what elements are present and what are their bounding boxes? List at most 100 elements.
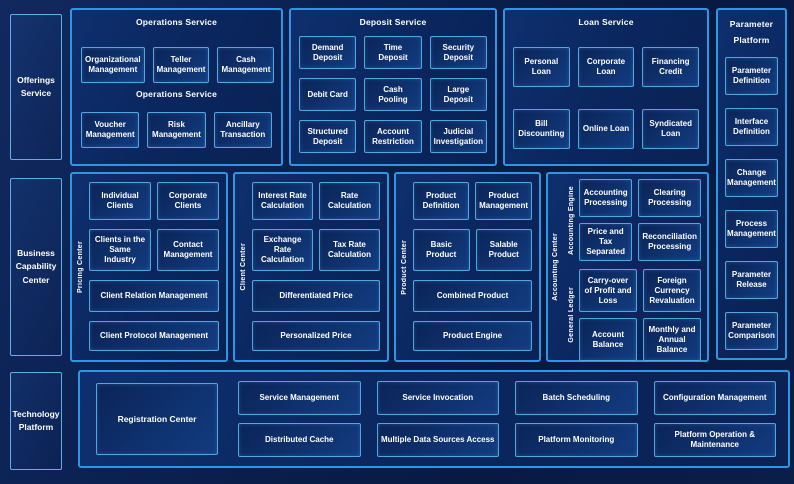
box-financing-credit: Financing Credit	[642, 47, 699, 87]
loan-service-title: Loan Service	[578, 17, 634, 27]
box-platform-monitoring: Platform Monitoring	[515, 423, 638, 457]
operations-row-1: Organizational Management Teller Managem…	[72, 47, 281, 83]
box-foreign-currency-revaluation: Foreign Currency Revaluation	[643, 269, 701, 312]
box-online-loan: Online Loan	[577, 109, 635, 149]
box-time-deposit: Time Deposit	[364, 36, 422, 69]
box-product-engine: Product Engine	[413, 321, 532, 351]
box-process-management: Process Management	[725, 210, 778, 249]
accounting-center-content: Accounting Engine Accounting Processing …	[563, 174, 707, 361]
loan-row-2: Bill Discounting Online Loan Syndicated …	[505, 109, 707, 149]
box-service-invocation: Service Invocation	[376, 381, 499, 415]
box-debit-card: Debit Card	[299, 78, 357, 111]
box-parameter-release: Parameter Release	[725, 261, 778, 300]
pricing-row-2: Clients in the Same Industry Contact Man…	[89, 229, 219, 271]
box-monthly-annual-balance: Monthly and Annual Balance	[643, 318, 701, 361]
client-center-content: Interest Rate Calculation Rate Calculati…	[252, 174, 387, 360]
deposit-service-title: Deposit Service	[359, 17, 427, 27]
box-product-management: Product Management	[475, 182, 532, 220]
pricing-center-panel: Pricing Center Individual Clients Corpor…	[70, 172, 228, 362]
box-cash-management: Cash Management	[217, 47, 275, 83]
accounting-engine-group: Accounting Engine Accounting Processing …	[563, 179, 701, 261]
technology-platform-panel: Registration Center Service Management S…	[78, 370, 790, 468]
box-organizational-management: Organizational Management	[81, 47, 145, 83]
box-interface-definition: Interface Definition	[725, 108, 778, 147]
pricing-row-1: Individual Clients Corporate Clients	[89, 182, 219, 220]
box-demand-deposit: Demand Deposit	[299, 36, 357, 69]
box-registration-center: Registration Center	[96, 383, 218, 455]
accounting-engine-strip: Accounting Engine	[563, 179, 579, 261]
product-center-strip: Product Center	[396, 174, 413, 360]
technology-platform-label: Technology Platform	[10, 372, 62, 470]
pricing-center-content: Individual Clients Corporate Clients Cli…	[89, 174, 226, 360]
box-corporate-clients: Corporate Clients	[157, 182, 219, 220]
box-ancillary-transaction: Ancillary Transaction	[213, 112, 272, 148]
technology-platform-content: Registration Center Service Management S…	[80, 372, 788, 466]
box-batch-scheduling: Batch Scheduling	[515, 381, 638, 415]
product-row-1: Product Definition Product Management	[413, 182, 532, 220]
client-center-vertical-label: Client Center	[240, 243, 247, 291]
client-row-1: Interest Rate Calculation Rate Calculati…	[252, 182, 380, 220]
box-reconciliation-processing: Reconciliation Processing	[638, 223, 701, 261]
loan-service-panel: Loan Service Personal Loan Corporate Loa…	[503, 8, 709, 166]
general-ledger-group: General Ledger Carry-over of Profit and …	[563, 269, 701, 361]
box-clearing-processing: Clearing Processing	[638, 179, 701, 217]
box-personal-loan: Personal Loan	[513, 47, 570, 87]
box-product-definition: Product Definition	[413, 182, 470, 220]
operations-service-title: Operations Service	[135, 17, 218, 27]
box-distributed-cache: Distributed Cache	[238, 423, 361, 457]
operations-row-2: Voucher Management Risk Management Ancil…	[72, 112, 281, 148]
box-basic-product: Basic Product	[413, 229, 470, 271]
box-cash-pooling: Cash Pooling	[364, 78, 422, 111]
accounting-center-panel: Accounting Center Accounting Engine Acco…	[546, 172, 709, 362]
parameter-boxes: Parameter Definition Interface Definitio…	[718, 48, 785, 359]
box-configuration-management: Configuration Management	[653, 381, 776, 415]
box-judicial-investigation: Judicial Investigation	[429, 120, 487, 153]
box-corporate-loan: Corporate Loan	[577, 47, 635, 87]
loan-row-1: Personal Loan Corporate Loan Financing C…	[505, 47, 707, 87]
accounting-engine-vertical-label: Accounting Engine	[567, 185, 575, 255]
box-bill-discounting: Bill Discounting	[513, 109, 570, 149]
product-row-2: Basic Product Salable Product	[413, 229, 532, 271]
box-clients-same-industry: Clients in the Same Industry	[89, 229, 151, 271]
box-tax-rate-calculation: Tax Rate Calculation	[319, 229, 380, 271]
box-risk-management: Risk Management	[147, 112, 206, 148]
box-account-balance: Account Balance	[579, 318, 637, 361]
box-client-protocol-management: Client Protocol Management	[89, 321, 219, 351]
box-multiple-data-sources-access: Multiple Data Sources Access	[376, 423, 499, 457]
deposit-service-panel: Deposit Service Demand Deposit Time Depo…	[289, 8, 497, 166]
business-capability-center-label: Business Capability Center	[10, 178, 62, 356]
deposit-grid: Demand Deposit Time Deposit Security Dep…	[291, 36, 495, 153]
box-large-deposit: Large Deposit	[429, 78, 487, 111]
box-price-and-tax-separated: Price and Tax Separated	[579, 223, 633, 261]
box-personalized-price: Personalized Price	[252, 321, 380, 351]
general-ledger-vertical-label: General Ledger	[567, 287, 575, 343]
technology-grid: Service Management Service Invocation Ba…	[238, 381, 776, 457]
offerings-service-label: Offerings Service	[10, 14, 62, 160]
box-platform-operation-maintenance: Platform Operation & Maintenance	[653, 423, 776, 457]
client-center-panel: Client Center Interest Rate Calculation …	[233, 172, 389, 362]
box-interest-rate-calculation: Interest Rate Calculation	[252, 182, 313, 220]
accounting-center-vertical-label: Accounting Center	[552, 233, 559, 301]
product-center-panel: Product Center Product Definition Produc…	[394, 172, 541, 362]
box-differentiated-price: Differentiated Price	[252, 280, 380, 312]
product-center-content: Product Definition Product Management Ba…	[413, 174, 539, 360]
general-ledger-grid: Carry-over of Profit and Loss Foreign Cu…	[579, 269, 701, 361]
box-account-restriction: Account Restriction	[364, 120, 422, 153]
box-syndicated-loan: Syndicated Loan	[642, 109, 699, 149]
general-ledger-strip: General Ledger	[563, 269, 579, 361]
box-exchange-rate-calculation: Exchange Rate Calculation	[252, 229, 313, 271]
box-combined-product: Combined Product	[413, 280, 532, 312]
client-center-strip: Client Center	[235, 174, 252, 360]
box-accounting-processing: Accounting Processing	[579, 179, 633, 217]
operations-service-panel: Operations Service Organizational Manage…	[70, 8, 283, 166]
box-parameter-comparison: Parameter Comparison	[725, 312, 778, 351]
box-structured-deposit: Structured Deposit	[299, 120, 357, 153]
box-carry-over-profit-loss: Carry-over of Profit and Loss	[579, 269, 637, 312]
box-change-management: Change Management	[725, 159, 778, 198]
product-center-vertical-label: Product Center	[401, 239, 408, 295]
accounting-engine-grid: Accounting Processing Clearing Processin…	[579, 179, 701, 261]
pricing-center-vertical-label: Pricing Center	[77, 240, 84, 294]
box-contact-management: Contact Management	[157, 229, 219, 271]
accounting-center-strip: Accounting Center	[548, 174, 563, 360]
